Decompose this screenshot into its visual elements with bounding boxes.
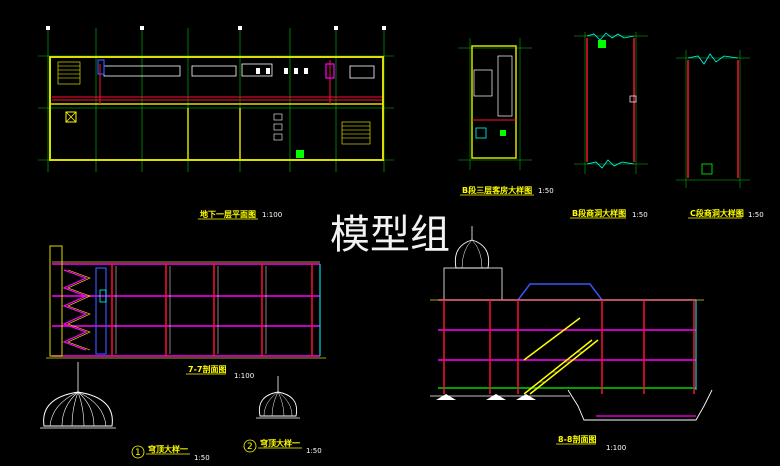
section-8-8-scale: 1:100 bbox=[606, 444, 626, 452]
dome-1-scale: 1:50 bbox=[194, 454, 210, 462]
guestroom-b-detail: B段三层客房大样图 1:50 bbox=[458, 38, 554, 196]
stair-c-detail: C段商洞大样图 1:50 bbox=[676, 50, 764, 219]
basement-plan: 地下一层平面图 1:100 bbox=[38, 26, 394, 220]
section-8-8: 8-8剖面图 1:100 bbox=[430, 226, 713, 452]
dome-2-scale: 1:50 bbox=[306, 447, 322, 455]
dome-detail-2: 2 穹顶大样一 1:50 bbox=[243, 376, 322, 455]
guestroom-b-scale: 1:50 bbox=[538, 187, 554, 195]
dome-1-title: 穹顶大样一 bbox=[148, 444, 188, 454]
section-8-8-title: 8-8剖面图 bbox=[558, 434, 596, 444]
stair-b-scale: 1:50 bbox=[632, 211, 648, 219]
stair-c-title: C段商洞大样图 bbox=[690, 208, 744, 218]
basement-plan-title: 地下一层平面图 bbox=[200, 209, 256, 219]
dome-2-number: 2 bbox=[247, 442, 253, 452]
section-7-7-scale: 1:100 bbox=[234, 372, 254, 380]
section-7-7: 7-7剖面图 1:100 bbox=[46, 245, 326, 380]
stair-b-title: B段商洞大样图 bbox=[572, 208, 626, 218]
stair-b-detail: B段商洞大样图 1:50 bbox=[570, 32, 648, 219]
stair-c-scale: 1:50 bbox=[748, 211, 764, 219]
dome-2-title: 穹顶大样一 bbox=[260, 438, 300, 448]
guestroom-b-title: B段三层客房大样图 bbox=[462, 185, 532, 195]
section-7-7-title: 7-7剖面图 bbox=[188, 364, 226, 374]
basement-plan-scale: 1:100 bbox=[262, 211, 282, 219]
watermark: 模型组 bbox=[330, 212, 450, 258]
dome-detail-1: 1 穹顶大样一 1:50 bbox=[40, 362, 210, 462]
dome-1-number: 1 bbox=[135, 448, 141, 458]
